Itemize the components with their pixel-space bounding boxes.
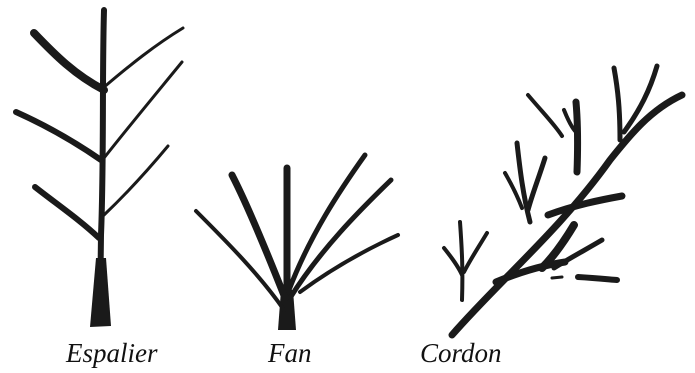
cordon-shoot-lower-left-twig-a — [444, 248, 462, 275]
cordon-cut-piece-b — [578, 277, 617, 280]
fan-caption: Fan — [268, 338, 312, 368]
espalier-branch-right-upper — [103, 28, 183, 88]
cordon-branch-right-long — [548, 196, 622, 215]
espalier-tree-drawing — [16, 10, 183, 327]
espalier-caption: Espalier — [66, 338, 158, 368]
cordon-spur-upper — [576, 102, 578, 172]
fan-branch-right-upper — [289, 155, 365, 290]
cordon-shoot-lower-left-twig-b — [464, 233, 487, 272]
cordon-shoot-top — [614, 68, 620, 140]
espalier-branch-left-middle — [16, 112, 101, 160]
espalier-trunk-base — [90, 258, 111, 327]
cordon-spur-middle-twig-b — [528, 158, 545, 210]
cordon-main-stem — [452, 95, 682, 335]
cordon-tree-drawing — [444, 66, 682, 335]
cordon-cut-piece-a — [552, 277, 562, 278]
fan-branch-right-middle — [290, 180, 391, 298]
fan-tree-drawing — [196, 155, 398, 330]
cordon-shoot-lower-left — [460, 222, 462, 300]
espalier-branch-left-upper — [34, 33, 104, 90]
cordon-shoot-upper-left — [528, 95, 562, 136]
cordon-caption: Cordon — [420, 338, 502, 368]
espalier-branch-right-lower — [104, 146, 168, 215]
espalier-branch-left-lower — [35, 187, 99, 238]
